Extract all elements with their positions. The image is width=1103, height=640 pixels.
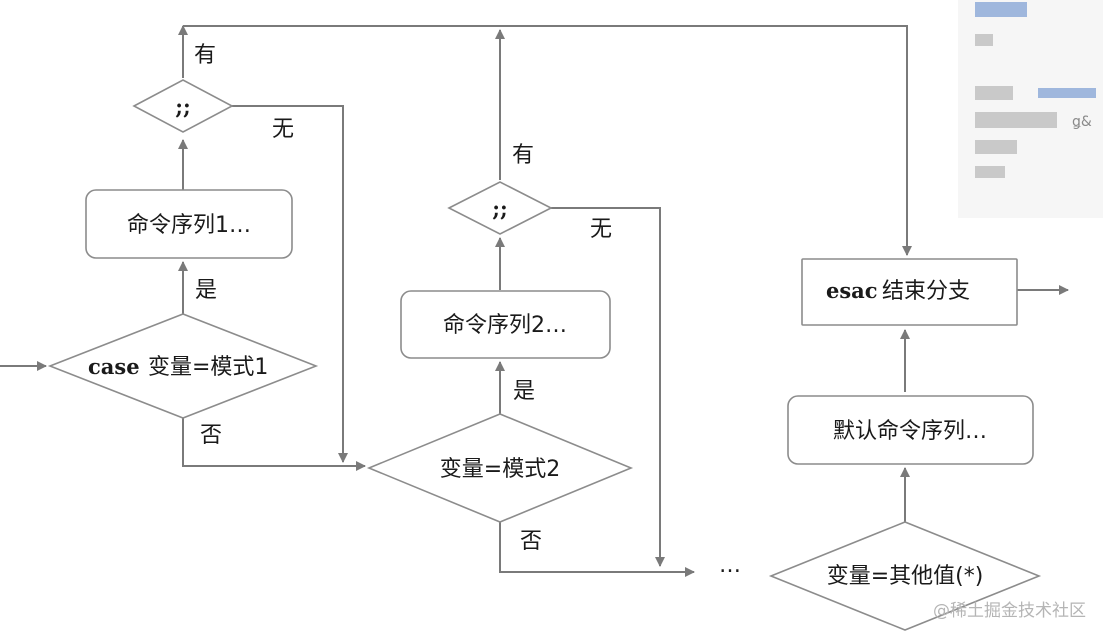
edge-label-has-1: 有 xyxy=(194,43,216,68)
edge-label-none-1: 无 xyxy=(272,117,294,142)
edge-label-yes-1: 是 xyxy=(195,278,217,303)
arrow-case-no-to-cond2 xyxy=(182,418,366,471)
edge-labels: 是 否 有 无 是 否 有 无 xyxy=(194,43,612,554)
edge-label-no-1: 否 xyxy=(200,423,222,448)
node-default-sequence: 默认命令序列… xyxy=(787,395,1034,465)
esac-text: 结束分支 xyxy=(882,279,970,304)
arrow-semi1-none-to-cond2 xyxy=(232,105,348,463)
node-command-sequence-2: 命令序列2… xyxy=(400,290,611,359)
arrow-semi2-none-down xyxy=(551,207,665,567)
arrow-cond2-no-to-ellipsis xyxy=(499,522,695,577)
watermark: @稀土掘金技术社区 xyxy=(933,601,1086,621)
default-sequence-text: 默认命令序列… xyxy=(833,419,987,444)
top-rail-to-esac xyxy=(183,25,912,256)
esac-keyword: esac xyxy=(826,278,878,303)
condition-other-text: 变量=其他值(*) xyxy=(827,564,984,589)
edge-label-no-2: 否 xyxy=(520,529,542,554)
edge-label-none-2: 无 xyxy=(590,217,612,242)
semicolon-1-text: ;; xyxy=(175,94,191,119)
blurred-overlay-panel: ǥ& xyxy=(958,0,1103,218)
node-condition-other: 变量=其他值(*) xyxy=(768,521,1042,631)
edge-label-yes-2: 是 xyxy=(513,379,535,404)
command-sequence-1-text: 命令序列1… xyxy=(127,213,251,238)
command-sequence-2-text: 命令序列2… xyxy=(443,313,567,338)
connectors xyxy=(0,25,1069,577)
node-command-sequence-1: 命令序列1… xyxy=(85,189,293,259)
semicolon-2-text: ;; xyxy=(492,196,508,221)
node-semicolon-2: ;; xyxy=(447,181,553,235)
node-ellipsis: … xyxy=(719,553,741,578)
node-case-condition: case 变量=模式1 xyxy=(47,313,319,419)
node-condition-2: 变量=模式2 xyxy=(366,413,634,523)
case-keyword: case xyxy=(88,354,140,379)
node-esac: esac 结束分支 xyxy=(801,258,1018,326)
ellipsis-text: … xyxy=(719,553,741,578)
edge-label-has-2: 有 xyxy=(512,143,534,168)
overlay-partial-text: ǥ& xyxy=(1072,114,1092,130)
case-condition-text: 变量=模式1 xyxy=(148,355,268,380)
condition-2-text: 变量=模式2 xyxy=(440,457,560,482)
node-semicolon-1: ;; xyxy=(132,79,234,133)
